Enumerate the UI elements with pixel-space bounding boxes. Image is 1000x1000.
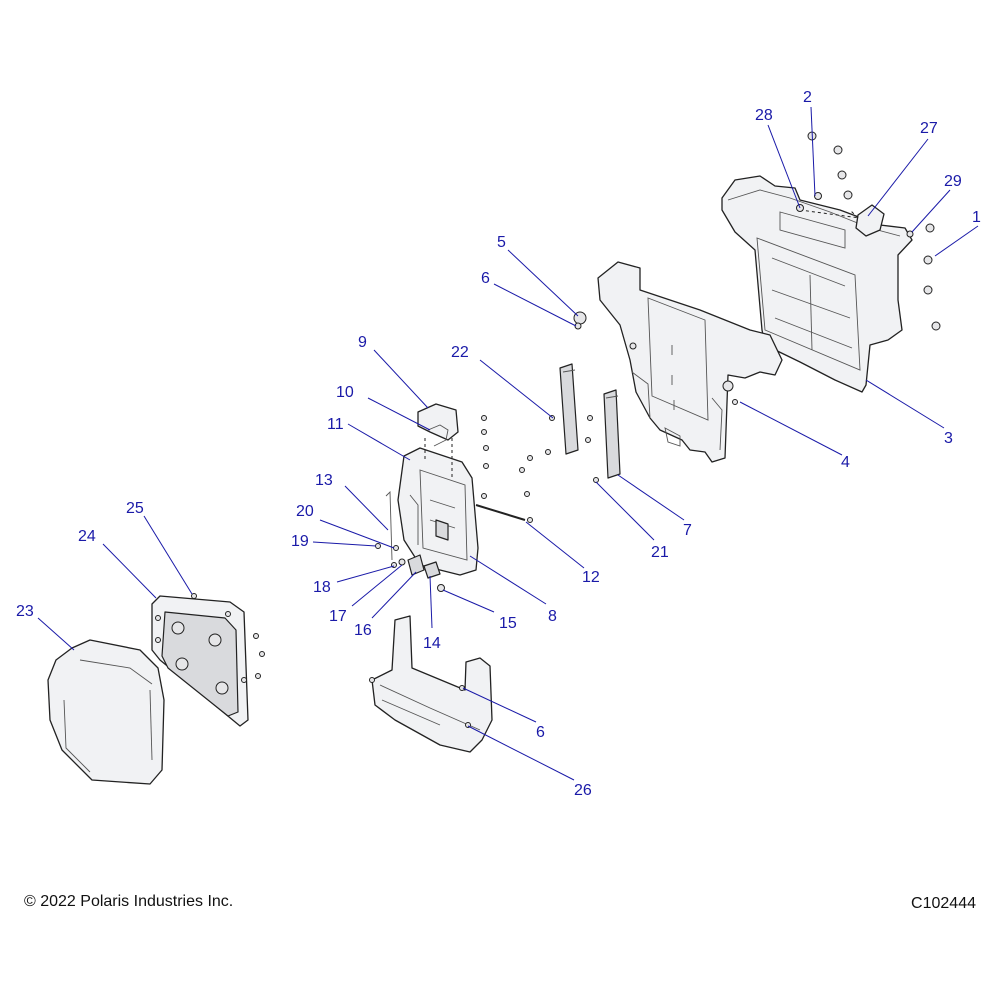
part-backrest-frame-24 (151, 595, 249, 727)
leader-8 (469, 555, 547, 605)
part-latch-27 (849, 204, 885, 237)
callout-labels: 2 28 27 29 1 3 4 5 6 22 9 10 11 13 20 19 (16, 89, 981, 799)
leader-10 (367, 397, 431, 431)
part-seat-frame (597, 261, 783, 463)
leader-2 (810, 106, 816, 197)
leader-25 (143, 515, 193, 595)
leader-21 (595, 481, 655, 541)
leader-29 (911, 189, 951, 233)
leader-28 (767, 124, 801, 209)
leader-4 (739, 401, 843, 456)
callout-25: 25 (126, 500, 144, 517)
callout-6b: 6 (536, 724, 545, 741)
part-backrest-cushion-23 (47, 639, 165, 785)
callout-7: 7 (683, 522, 692, 539)
callout-19: 19 (291, 533, 309, 550)
leader-13 (344, 485, 389, 531)
leader-14 (429, 575, 433, 629)
callout-11: 11 (327, 416, 344, 433)
hardware-bolts-upper-right (796, 131, 941, 331)
leader-18 (336, 565, 395, 583)
callout-15: 15 (499, 615, 517, 632)
leader-12 (525, 521, 585, 569)
callout-21: 21 (651, 544, 669, 561)
callout-8: 8 (548, 608, 557, 625)
callout-12: 12 (582, 569, 600, 586)
callout-4: 4 (841, 454, 850, 471)
callout-3: 3 (944, 430, 953, 447)
callout-2: 2 (803, 89, 812, 106)
leader-6a (493, 283, 577, 327)
leader-15 (442, 589, 495, 613)
callout-10: 10 (336, 384, 354, 401)
leader-24 (102, 543, 157, 599)
part-lower-shroud-26 (369, 615, 493, 753)
callout-20: 20 (296, 503, 314, 520)
copyright-notice: © 2022 Polaris Industries Inc. (24, 893, 234, 910)
callout-9: 9 (358, 334, 367, 351)
part-slide-rail-22 (559, 363, 579, 455)
callout-24: 24 (78, 528, 96, 545)
leader-17 (351, 564, 403, 607)
callout-29: 29 (944, 173, 962, 190)
part-seat-carrier-8 (397, 447, 479, 576)
part-pin-12 (475, 504, 526, 521)
drawing-number: C102444 (911, 895, 976, 912)
part-cover-9 (417, 403, 459, 441)
leader-3 (865, 379, 945, 429)
leader-1 (934, 225, 979, 257)
part-rod-13 (385, 490, 393, 561)
callout-5: 5 (497, 234, 506, 251)
callout-6a: 6 (481, 270, 490, 287)
leader-9 (373, 349, 429, 409)
part-spring-10 (424, 424, 453, 478)
leader-11 (347, 423, 411, 461)
leader-27 (867, 138, 929, 217)
hardware-rail-fasteners (481, 415, 599, 523)
leader-22 (479, 359, 554, 419)
leader-23 (37, 617, 75, 651)
leader-19 (312, 541, 377, 547)
callout-28: 28 (755, 107, 773, 124)
leader-20 (319, 519, 395, 549)
callout-14: 14 (423, 635, 441, 652)
part-slide-rail-7 (603, 389, 621, 479)
callout-13: 13 (315, 472, 333, 489)
callout-23: 23 (16, 603, 34, 620)
callout-22: 22 (451, 344, 469, 361)
callout-18: 18 (313, 579, 331, 596)
callout-16: 16 (354, 622, 372, 639)
leader-26 (467, 725, 575, 781)
callout-17: 17 (329, 608, 347, 625)
leader-5 (507, 249, 579, 317)
callout-26: 26 (574, 782, 592, 799)
leader-6b (462, 687, 537, 723)
hardware-backrest-screws (191, 593, 265, 679)
callout-1: 1 (972, 209, 981, 226)
leader-16 (371, 571, 417, 619)
leader-7 (617, 474, 685, 521)
callout-27: 27 (920, 120, 938, 137)
